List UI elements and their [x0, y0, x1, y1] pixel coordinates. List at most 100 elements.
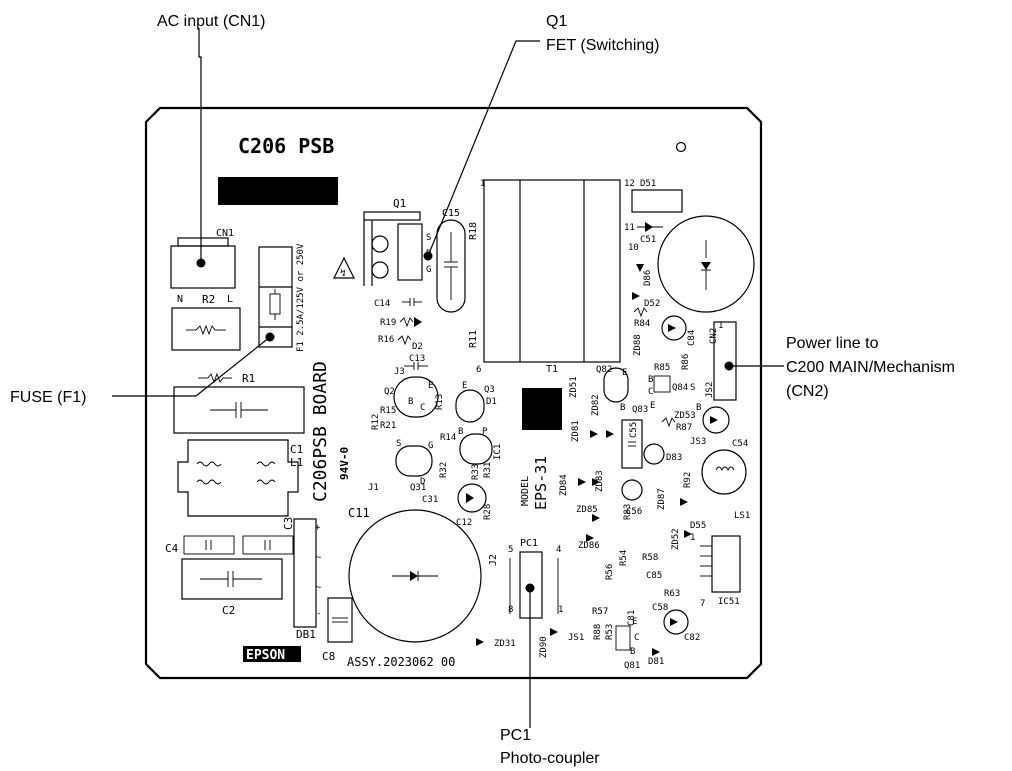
callout-pc1-title: PC1 — [500, 727, 531, 744]
db1-bridge: + ~ ~ - DB1 — [293, 518, 322, 641]
model-code: EPS-31 — [532, 456, 550, 510]
svg-text:S: S — [690, 383, 695, 393]
svg-text:R19: R19 — [380, 318, 396, 328]
svg-text:ZD31: ZD31 — [494, 639, 516, 649]
svg-text:R57: R57 — [592, 607, 608, 617]
svg-text:B: B — [648, 375, 653, 385]
svg-text:1: 1 — [480, 179, 485, 189]
svg-text:8: 8 — [508, 605, 513, 615]
svg-text:C: C — [420, 403, 425, 413]
svg-text:E: E — [650, 401, 655, 411]
svg-text:C55: C55 — [629, 422, 639, 438]
svg-text:C13: C13 — [409, 354, 425, 364]
svg-text:D51: D51 — [640, 179, 656, 189]
svg-text:J3: J3 — [394, 367, 405, 377]
svg-text:R85: R85 — [654, 363, 670, 373]
svg-text:C31: C31 — [422, 495, 438, 505]
svg-text:R32: R32 — [439, 462, 449, 478]
svg-text:R88: R88 — [593, 624, 603, 640]
cn1-connector: CN1 N R2 L — [170, 228, 236, 306]
svg-text:C51: C51 — [640, 235, 656, 245]
svg-text:D55: D55 — [690, 521, 706, 531]
svg-text:ZD88: ZD88 — [633, 334, 643, 356]
svg-text:R14: R14 — [440, 433, 456, 443]
c4-capacitor: C4 C3 — [165, 517, 295, 555]
svg-text:C1: C1 — [290, 443, 303, 456]
svg-text:CN2: CN2 — [709, 328, 719, 344]
svg-text:D86: D86 — [643, 270, 653, 286]
board-rating: 94V-0 — [338, 447, 351, 480]
svg-text:C85: C85 — [646, 571, 662, 581]
small-components-left: C14 R19 R16 D2 C13 — [374, 298, 428, 370]
svg-text:↯: ↯ — [340, 268, 346, 279]
svg-text:Q1: Q1 — [393, 197, 406, 210]
svg-text:R21: R21 — [380, 421, 396, 431]
c11-capacitor: C11 J2 — [348, 506, 499, 643]
svg-text:B: B — [696, 403, 701, 413]
svg-text:R1: R1 — [242, 372, 255, 385]
svg-text:C12: C12 — [456, 518, 472, 528]
svg-text:E: E — [622, 368, 627, 378]
svg-text:B: B — [630, 647, 635, 657]
svg-text:R58: R58 — [642, 553, 658, 563]
l1-inductor — [177, 439, 299, 517]
svg-text:C14: C14 — [374, 299, 390, 309]
svg-text:JS3: JS3 — [690, 437, 706, 447]
callout-q1-desc: FET (Switching) — [546, 37, 660, 54]
callout-fuse: FUSE (F1) — [10, 389, 86, 406]
svg-text:G: G — [426, 265, 431, 275]
epson-logo — [243, 646, 301, 662]
svg-text:7: 7 — [700, 599, 705, 609]
c1-capacitor: C1 L1 — [173, 386, 305, 469]
svg-text:C11: C11 — [348, 506, 370, 520]
svg-text:E: E — [462, 381, 467, 391]
svg-text:~: ~ — [316, 553, 322, 563]
fuse-rating: F1 2.5A/125V or 250V — [296, 243, 306, 352]
svg-text:C4: C4 — [165, 542, 179, 555]
svg-text:B: B — [408, 397, 413, 407]
r2-resistor — [171, 307, 241, 351]
svg-text:ZD84: ZD84 — [559, 474, 569, 496]
svg-text:Q3: Q3 — [484, 385, 495, 395]
q1-fet: Q1 S D G — [363, 197, 431, 286]
svg-text:S: S — [426, 233, 431, 243]
svg-text:Q84: Q84 — [672, 383, 688, 393]
svg-text:L: L — [227, 294, 233, 305]
svg-text:JS2: JS2 — [705, 382, 715, 398]
c51-capacitor — [657, 215, 755, 313]
svg-text:C56: C56 — [626, 507, 642, 517]
svg-text:R16: R16 — [378, 335, 394, 345]
svg-text:5: 5 — [508, 545, 513, 555]
svg-text:CN1: CN1 — [216, 228, 234, 239]
svg-text:C84: C84 — [687, 330, 697, 346]
transistors-middle: J3 Q2 E B R15 R12 C R13 E Q3 D1 R21 S G … — [368, 367, 503, 528]
callout-power-line-2: C200 MAIN/Mechanism — [786, 359, 955, 376]
svg-text:R87: R87 — [676, 423, 692, 433]
svg-text:C54: C54 — [732, 439, 748, 449]
leader-lines — [112, 28, 784, 728]
svg-text:R63: R63 — [664, 589, 680, 599]
svg-text:1: 1 — [558, 605, 563, 615]
svg-text:D: D — [420, 477, 425, 487]
svg-text:ZD51: ZD51 — [569, 376, 579, 398]
c2-capacitor: C2 — [181, 558, 283, 617]
pc1-photocoupler: PC1 5 4 8 1 ZD90 JS1 ZD31 — [476, 538, 584, 658]
model-zone: MODEL EPS-31 ZD51 ZD82 ZD81 C55 D83 ZD84… — [520, 376, 741, 671]
svg-text:PC1: PC1 — [520, 538, 538, 549]
svg-text:ZD82: ZD82 — [591, 394, 601, 416]
svg-text:ZD90: ZD90 — [539, 636, 549, 658]
svg-text:D2: D2 — [412, 342, 423, 352]
svg-text:R18: R18 — [468, 222, 479, 240]
svg-text:R54: R54 — [619, 550, 629, 566]
svg-text:1: 1 — [718, 321, 723, 331]
callout-pc1-desc: Photo-coupler — [500, 750, 600, 767]
svg-text:ZD83: ZD83 — [595, 470, 605, 492]
r1-resistor: R1 — [198, 372, 255, 385]
svg-text:R33: R33 — [471, 464, 481, 480]
svg-text:R86: R86 — [681, 354, 691, 370]
svg-text:4: 4 — [556, 545, 561, 555]
svg-text:G: G — [428, 441, 433, 451]
svg-text:D: D — [426, 249, 431, 259]
